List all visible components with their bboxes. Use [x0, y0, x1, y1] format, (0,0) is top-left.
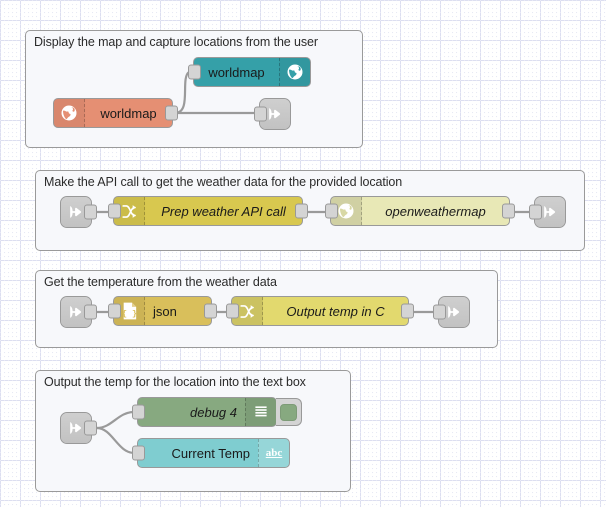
- input-port[interactable]: [108, 303, 121, 319]
- output-port[interactable]: [84, 304, 97, 320]
- node-label: worldmap: [100, 105, 157, 121]
- group-label: Get the temperature from the weather dat…: [44, 275, 277, 289]
- node-link-out[interactable]: [433, 296, 470, 328]
- input-port[interactable]: [254, 106, 267, 122]
- input-port[interactable]: [132, 404, 145, 420]
- node-json[interactable]: { } json: [108, 296, 217, 326]
- input-port[interactable]: [529, 204, 542, 220]
- node-link-in[interactable]: [60, 412, 97, 444]
- link-in-icon: [61, 413, 91, 443]
- node-link-out[interactable]: [529, 196, 566, 228]
- node-function-output-temp[interactable]: Output temp in C: [226, 296, 414, 326]
- node-link-out[interactable]: [254, 98, 291, 130]
- node-link-in[interactable]: [60, 196, 97, 228]
- node-label: Prep weather API call: [161, 203, 286, 219]
- input-port[interactable]: [226, 303, 239, 319]
- node-label: json: [153, 303, 177, 319]
- abc-icon: abc: [258, 439, 289, 467]
- svg-text:{ }: { }: [122, 309, 137, 319]
- output-port[interactable]: [84, 420, 97, 436]
- output-port[interactable]: [502, 203, 515, 219]
- node-worldmap-output[interactable]: worldmap: [188, 57, 311, 87]
- output-port[interactable]: [295, 203, 308, 219]
- node-function-prep-weather[interactable]: Prep weather API call: [108, 196, 308, 226]
- node-label: debug 4: [190, 404, 237, 420]
- output-port[interactable]: [204, 303, 217, 319]
- node-label: worldmap: [208, 64, 265, 80]
- link-in-icon: [61, 197, 91, 227]
- input-port[interactable]: [108, 203, 121, 219]
- output-port[interactable]: [165, 105, 178, 121]
- node-debug[interactable]: debug 4: [132, 397, 302, 427]
- node-link-in[interactable]: [60, 296, 97, 328]
- output-port[interactable]: [84, 204, 97, 220]
- debug-lines-icon: [245, 398, 276, 426]
- globe-icon: [54, 99, 85, 127]
- input-port[interactable]: [325, 203, 338, 219]
- group-display-map[interactable]: Display the map and capture locations fr…: [25, 30, 363, 148]
- globe-icon: [279, 58, 310, 86]
- group-label: Display the map and capture locations fr…: [34, 35, 318, 49]
- output-port[interactable]: [401, 303, 414, 319]
- group-label: Make the API call to get the weather dat…: [44, 175, 403, 189]
- debug-enable-toggle[interactable]: [276, 398, 302, 426]
- node-label: openweathermap: [385, 203, 486, 219]
- node-ui-text-current-temp[interactable]: Current Temp abc: [132, 438, 290, 468]
- debug-toggle-indicator: [280, 403, 297, 421]
- input-port[interactable]: [132, 445, 145, 461]
- link-out-icon: [260, 99, 290, 129]
- input-port[interactable]: [433, 304, 446, 320]
- node-label: Output temp in C: [286, 303, 385, 319]
- input-port[interactable]: [188, 64, 201, 80]
- node-label: Current Temp: [171, 445, 250, 461]
- group-label: Output the temp for the location into th…: [44, 375, 306, 389]
- node-worldmap-input[interactable]: worldmap: [53, 98, 178, 128]
- node-openweathermap[interactable]: openweathermap: [325, 196, 515, 226]
